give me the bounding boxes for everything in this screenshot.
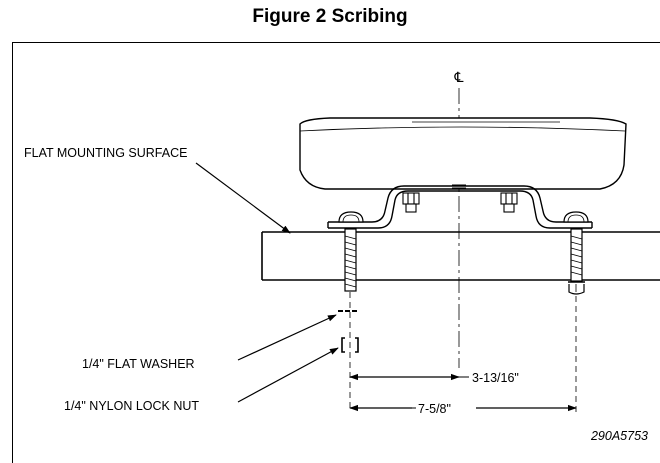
centerline-symbol: ℄ xyxy=(454,70,464,86)
figure-frame xyxy=(12,42,660,463)
figure-title: Figure 2 Scribing xyxy=(252,6,408,27)
mounting-bracket xyxy=(327,185,593,229)
leader-nylon-lock-nut xyxy=(237,347,339,403)
label-nylon-lock-nut: 1/4" NYLON LOCK NUT xyxy=(64,399,199,413)
bracket-nut-left xyxy=(402,192,420,213)
bracket-nut-right xyxy=(500,192,518,213)
screw-head-left xyxy=(338,211,364,223)
screw-shank-left xyxy=(344,228,357,292)
lamp-housing xyxy=(299,117,627,190)
label-flat-washer: 1/4" FLAT WASHER xyxy=(82,357,195,371)
dimension-half-spacing: 3-13/16" xyxy=(472,371,519,385)
locknut-exploded xyxy=(341,337,359,353)
mounting-surface xyxy=(261,231,660,281)
label-flat-mounting-surface: FLAT MOUNTING SURFACE xyxy=(24,146,187,160)
leader-flat-washer xyxy=(237,314,337,361)
dimension-full-spacing: 7-5/8" xyxy=(418,402,451,416)
leader-flat-mounting-surface xyxy=(195,162,291,234)
screw-head-right xyxy=(563,211,589,223)
screw-shank-right xyxy=(568,228,585,295)
part-number: 290A5753 xyxy=(590,429,648,443)
